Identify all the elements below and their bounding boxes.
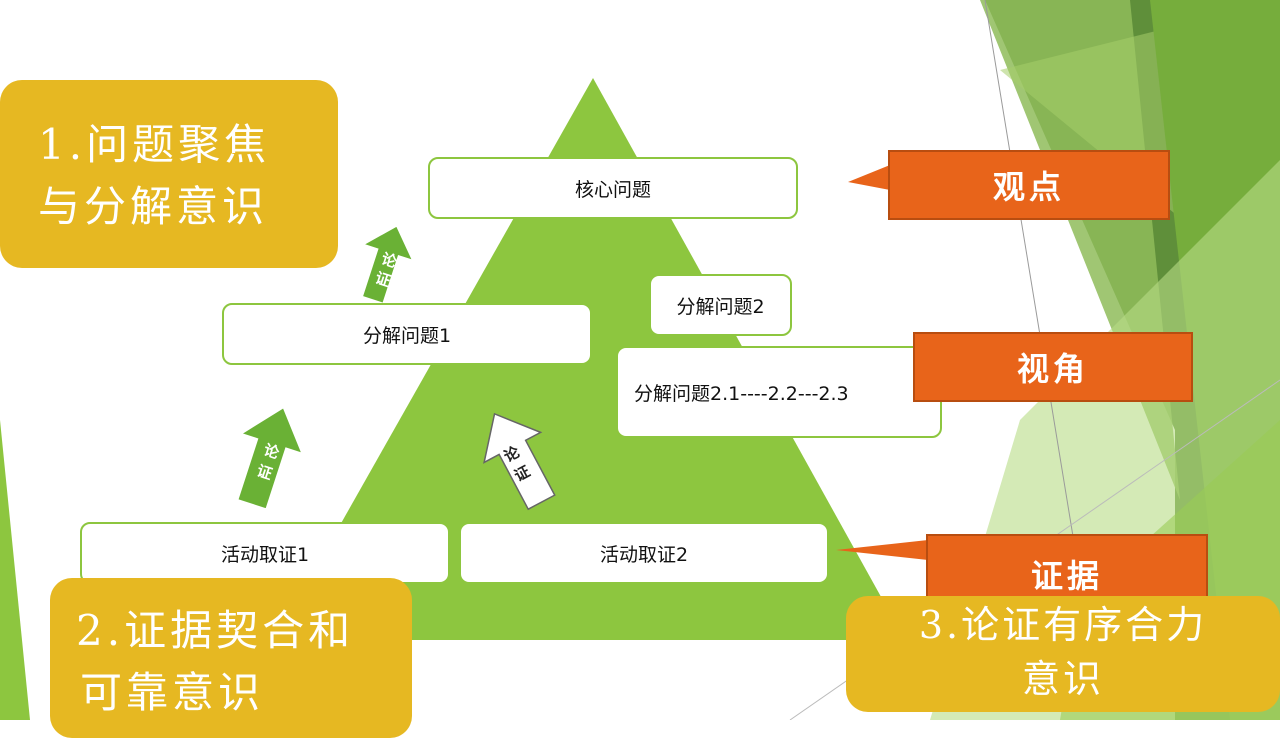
sub-question-1-box: 分解问题1: [222, 303, 592, 365]
callout-pointer-viewpoint: [848, 165, 890, 190]
problem-focus-line2: 与分解意识: [38, 182, 269, 231]
argue-arrow-lower-right: [483, 412, 556, 511]
evidence-awareness-line1: 2.证据契合和: [76, 606, 355, 655]
sub-question-2-detail-box: 分解问题2.1----2.2---2.3: [616, 346, 942, 438]
argue-arrow-upper: [361, 224, 415, 305]
argument-awareness-line1: 3.论证有序合力: [918, 603, 1208, 647]
core-question-box: 核心问题: [428, 157, 798, 219]
perspective-callout: 视角: [913, 332, 1193, 402]
viewpoint-callout: 观点: [888, 150, 1170, 220]
evidence-awareness-line2: 可靠意识: [80, 668, 265, 717]
problem-focus-box: 1.问题聚焦 与分解意识: [0, 80, 338, 268]
evidence-activity-2-box: 活动取证2: [459, 522, 829, 584]
evidence-awareness-box: 2.证据契合和 可靠意识: [50, 578, 412, 738]
callout-pointer-evidence: [836, 540, 928, 560]
sub-question-2-box: 分解问题2: [649, 274, 792, 336]
argument-awareness-box: 3.论证有序合力 意识: [846, 596, 1280, 712]
argument-awareness-line2: 意识: [1021, 657, 1104, 701]
problem-focus-line1: 1.问题聚焦: [38, 120, 271, 169]
evidence-activity-1-box: 活动取证1: [80, 522, 450, 584]
argue-arrow-lower-left: [236, 406, 304, 511]
